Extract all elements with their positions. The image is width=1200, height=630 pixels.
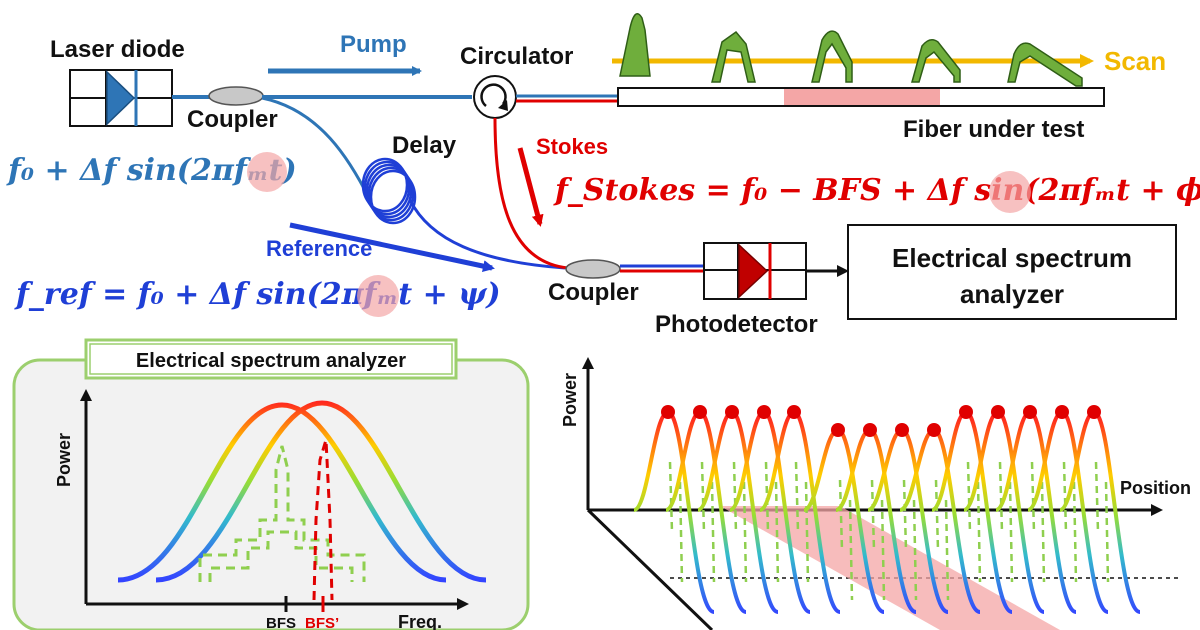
delay-coil-icon — [361, 157, 417, 225]
stokes-equation: f_Stokes = f₀ − BFS + Δf sin(2πfₘt + ϕ) — [553, 173, 1200, 208]
laser-diode-label: Laser diode — [50, 36, 185, 63]
bgs-peak-dot — [725, 405, 739, 419]
bgs-dashed-spectrum — [1094, 461, 1110, 583]
fm-highlight-laser — [247, 152, 287, 192]
esa-panel — [12, 358, 530, 630]
bgs-peak-dot — [693, 405, 707, 419]
bgs-dashed-spectrum — [870, 479, 886, 601]
bgs-peak-dot — [787, 405, 801, 419]
bgs-peak-dot — [1087, 405, 1101, 419]
left-power-label: Power — [54, 433, 74, 487]
coupler-bottom-icon — [565, 259, 621, 279]
bgs-peak-dot — [863, 423, 877, 437]
bgs-peak-dot — [991, 405, 1005, 419]
esa-panel-title: Electrical spectrum analyzer — [136, 350, 406, 372]
bgs-dashed-spectrum — [934, 479, 950, 601]
bgs-dashed-spectrum — [668, 461, 684, 583]
esa-panel-title-box — [84, 338, 458, 380]
bgs-peak-dot — [1023, 405, 1037, 419]
pulse-2 — [711, 30, 756, 83]
bgs-dashed-spectrum — [902, 479, 918, 601]
brillouin-gain-curve-2 — [155, 400, 487, 583]
fm-highlight-stokes — [989, 171, 1031, 213]
delay-label: Delay — [392, 132, 457, 159]
laser-diode-icon — [69, 69, 173, 127]
bgs-dashed-spectrum — [966, 461, 982, 583]
stokes-arrow — [517, 147, 544, 227]
photodetector-icon — [703, 242, 807, 300]
fiber-highlight-section — [784, 89, 940, 105]
position-label: Position — [1120, 478, 1191, 498]
scan-label: Scan — [1104, 46, 1166, 76]
bgs-dashed-spectrum — [998, 461, 1014, 583]
bgs-dashed-spectrum — [732, 461, 748, 583]
brillouin-gain-curve-1 — [117, 402, 447, 583]
right-freq-axis — [586, 508, 714, 630]
bgs-curve — [633, 409, 715, 614]
bfs-label: BFS — [266, 615, 296, 630]
fm-highlight-reference — [357, 275, 399, 317]
bfs-prime-label: BFS’ — [305, 615, 339, 630]
bgs-peak-dot — [661, 405, 675, 419]
bgs-dashed-spectrum — [838, 479, 854, 601]
pulse-3 — [811, 30, 853, 83]
reference-label: Reference — [266, 236, 372, 261]
coupler-top-icon — [208, 86, 264, 106]
bgs-peak-dot — [1055, 405, 1069, 419]
bgs-peak-dot — [757, 405, 771, 419]
bgs-peak-dot — [895, 423, 909, 437]
bgs-dashed-spectrum — [764, 461, 780, 583]
bfs-shift-band — [720, 506, 1060, 630]
dashed-spectra — [198, 439, 366, 601]
reference-equation: f_ref = f₀ + Δf sin(2πfₘt + ψ) — [14, 277, 501, 312]
esa-box — [847, 224, 1177, 320]
bgs-peak-dot — [831, 423, 845, 437]
fiber-delay-coupler — [408, 199, 566, 270]
circulator-label: Circulator — [460, 43, 573, 70]
bgs-dashed-spectrum — [1062, 461, 1078, 583]
fiber-circulator-coupler — [493, 117, 569, 270]
pulse-1 — [619, 13, 651, 77]
bgs-dashed-spectrum — [1030, 461, 1046, 583]
bgs-dashed-spectrum — [794, 461, 810, 583]
pump-pulses — [619, 13, 1083, 87]
pulse-4 — [911, 39, 961, 83]
bgs-peak-dot — [959, 405, 973, 419]
bgs-3d-curves — [633, 405, 1141, 614]
freq-label: Freq. — [398, 612, 442, 630]
coupler-top-label: Coupler — [187, 106, 278, 133]
pump-label: Pump — [340, 31, 407, 58]
reference-arrow — [289, 222, 495, 272]
fiber-under-test-label: Fiber under test — [903, 116, 1084, 143]
pulse-5 — [1007, 42, 1083, 87]
coupler-bottom-label: Coupler — [548, 279, 639, 306]
right-power-label: Power — [560, 373, 580, 427]
esa-box-line2: analyzer — [960, 279, 1064, 309]
photodetector-label: Photodetector — [655, 311, 818, 338]
bgs-peak-dot — [927, 423, 941, 437]
esa-box-line1: Electrical spectrum — [892, 243, 1132, 273]
bgs-dashed-spectrum — [700, 461, 716, 583]
stokes-label: Stokes — [536, 134, 608, 159]
circulator-icon — [473, 75, 517, 119]
